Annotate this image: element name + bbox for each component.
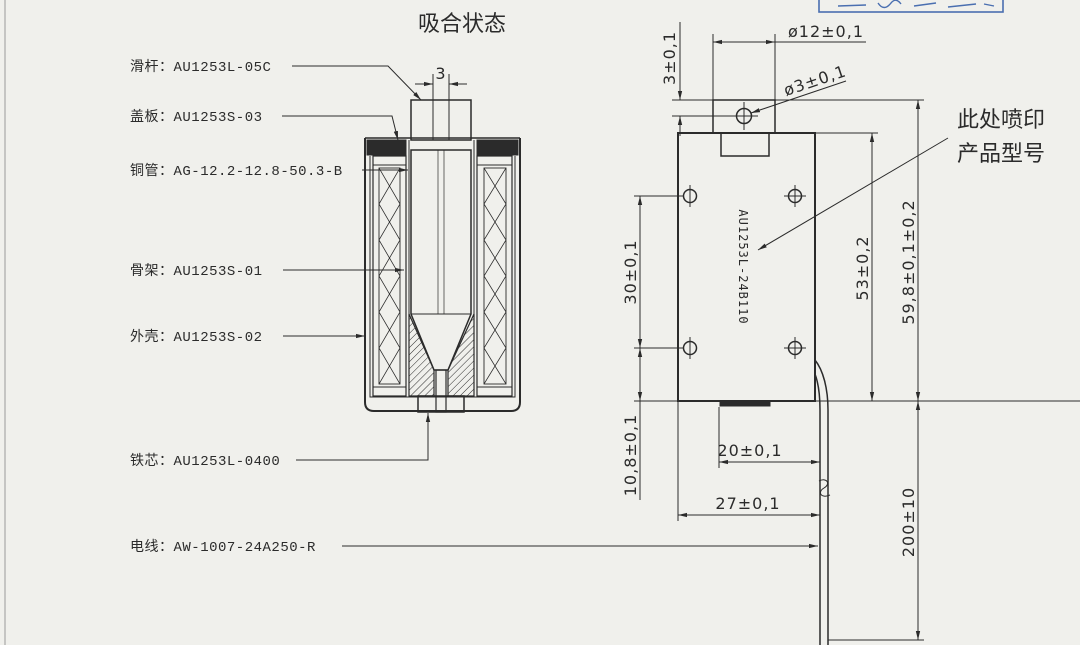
coil-winding-right <box>483 167 507 385</box>
dimension-body-width: 27±0,1 <box>715 494 780 513</box>
rod-width-dimension: 3 <box>435 64 446 83</box>
coil-winding-left <box>378 167 401 385</box>
dimension-hole-diameter: ø3±0,1 <box>781 61 849 99</box>
note-line-2: 产品型号 <box>957 142 1045 167</box>
stamp-border <box>818 0 1004 13</box>
plunger <box>410 149 472 371</box>
label-housing: 外壳：AU1253S-02 <box>130 328 263 346</box>
lead-wire-inner <box>814 373 821 645</box>
leader-hole-diameter <box>750 80 847 114</box>
product-marking: AU1253L-24B110 <box>736 209 750 324</box>
page-title: 吸合状态 <box>418 12 506 37</box>
wire-tag-mark <box>818 479 831 497</box>
sheet-frame <box>4 0 1004 645</box>
cover-plate-right <box>476 139 519 156</box>
outline-view: ø12±0,1 3±0,1 ø3±0,1 30±0,1 10,8±0,1 AU1… <box>621 22 1080 645</box>
dimension-wire-length: 200±10 <box>899 487 918 557</box>
note-arrow <box>757 137 949 251</box>
housing-outline <box>364 138 521 412</box>
label-wire: 电线：AW-1007-24A250-R <box>130 539 316 556</box>
section-view: 3 滑杆：AU1253L-05C 盖板：AU1253S-03 <box>130 58 818 556</box>
dimension-hole-to-bottom: 10,8±0,1 <box>621 414 640 496</box>
leader-slider <box>292 65 422 101</box>
leader-cover-plate <box>282 115 399 141</box>
stamp-fragment <box>818 0 1004 13</box>
dimension-boss-diameter: ø12±0,1 <box>788 22 864 41</box>
label-copper-tube: 铜管：AG-12.2-12.8-50.3-B <box>130 163 343 180</box>
dimension-hole-pitch: 30±0,1 <box>621 239 640 304</box>
leader-iron-core <box>296 413 431 461</box>
cover-plate-left <box>366 139 407 156</box>
bottom-tab <box>719 400 771 407</box>
label-bobbin: 骨架：AU1253S-01 <box>130 263 263 280</box>
dimension-hole-from-top: 3±0,1 <box>660 31 679 85</box>
label-slider: 滑杆：AU1253L-05C <box>130 58 271 76</box>
iron-core-right <box>447 313 475 397</box>
label-cover-plate: 盖板：AU1253S-03 <box>130 109 263 126</box>
mounting-hole-crosshairs <box>689 185 806 359</box>
dimension-overall-height: 59,8±0,1±0,2 <box>899 199 918 324</box>
top-boss-base <box>720 132 770 157</box>
slider-block <box>410 99 472 141</box>
bobbin-left <box>372 155 407 397</box>
label-iron-core: 铁芯：AU1253L-0400 <box>130 453 280 470</box>
bottom-boss <box>417 395 465 413</box>
iron-core-left <box>408 313 435 397</box>
housing-inner-line <box>369 156 516 398</box>
lead-wire-outer <box>814 359 829 645</box>
bobbin-right <box>476 155 513 397</box>
note-line-1: 此处喷印 <box>957 108 1045 133</box>
stamp-marks <box>837 0 995 9</box>
center-rod <box>435 369 447 413</box>
dimension-wire-offset: 20±0,1 <box>717 441 782 460</box>
dimension-body-height: 53±0,2 <box>853 235 872 300</box>
